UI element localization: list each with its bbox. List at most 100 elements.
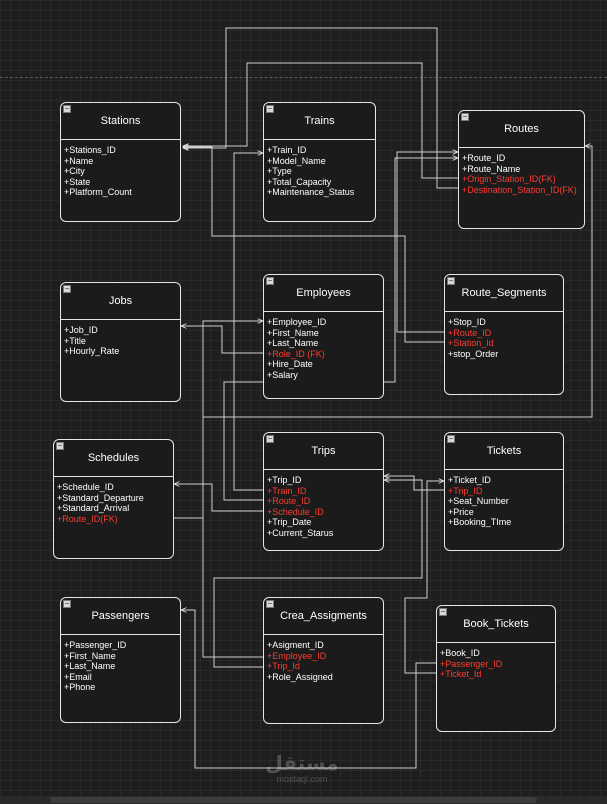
attribute-row: +Platform_Count [64,187,132,198]
entity-routes[interactable]: − Routes +Route_ID +Route_Name +Origin_S… [458,110,585,229]
attribute-row: +Book_ID [440,648,480,658]
foreign-key-attribute: +Employee_ID [267,650,327,661]
attribute-row: +Train_ID [267,145,307,155]
entity-title: Schedules [87,452,140,464]
entity-trips[interactable]: − Trips +Trip_ID +Train_ID +Route_ID +Sc… [263,432,384,551]
watermark-latin: mostaql.com [276,774,328,784]
connector-schedules-routes [174,146,593,519]
attribute-row: +First_Name [267,327,319,338]
entity-route-segments[interactable]: − Route_Segments +Stop_ID +Route_ID +Sta… [444,274,564,395]
entity-title: Crea_Assigments [280,610,367,622]
foreign-key-attribute: +Schedule_ID [267,506,324,517]
collapse-icon[interactable]: − [63,599,71,608]
foreign-key-attribute: +Origin_Station_ID(FK) [462,174,556,185]
attribute-row: +Ticket_ID [448,475,491,485]
attribute-row: +Hourly_Rate [64,346,120,357]
entity-passengers[interactable]: − Passengers +Passenger_ID +First_Name +… [60,597,181,723]
collapse-icon[interactable]: − [266,599,274,608]
attribute-row: +Total_Capacity [267,176,332,187]
attribute-row: +Title [64,335,86,346]
attribute-row: +First_Name [64,650,116,661]
foreign-key-attribute: +Role_ID (FK) [267,348,325,359]
foreign-key-attribute: +Passenger_ID [440,658,503,669]
attribute-row: +Last_Name [64,661,116,672]
connector-trips-schedules [174,484,263,512]
attribute-row: +Employee_ID [267,317,327,327]
connector-routes-destination-stations [183,27,458,189]
collapse-icon[interactable]: − [266,276,274,285]
attribute-row: +Email [64,671,92,682]
entity-title: Tickets [486,445,522,457]
foreign-key-attribute: +Trip_Id [267,661,300,672]
connector-book-tickets [404,481,444,674]
connector-segments-stations [183,147,444,343]
connector-book-passengers [181,610,436,769]
foreign-key-attribute: +Ticket_Id [440,669,482,680]
entity-employees[interactable]: − Employees +Employee_ID +First_Name +La… [263,274,384,399]
entity-title: Book_Tickets [463,618,529,630]
attribute-row: +Hire_Date [267,359,313,370]
connector-crew-employees [202,321,263,658]
entity-title: Stations [100,115,141,127]
collapse-icon[interactable]: − [63,104,71,113]
foreign-key-attribute: +Route_ID [267,496,311,507]
collapse-icon[interactable]: − [447,276,455,285]
attribute-row: +Model_Name [267,155,326,166]
entity-title: Jobs [108,295,133,307]
collapse-icon[interactable]: − [266,104,274,113]
entity-title: Route_Segments [461,287,547,299]
scrollbar-thumb[interactable] [50,797,537,803]
foreign-key-attribute: +Station_Id [448,338,494,349]
page-break-line [0,77,607,78]
entity-schedules[interactable]: − Schedules +Schedule_ID +Standard_Depar… [53,439,174,559]
attribute-row: +Trip_ID [267,475,302,485]
connector-segments-routes [396,152,458,333]
foreign-key-attribute: +Route_ID(FK) [57,513,118,524]
foreign-key-attribute: +Route_ID [448,327,492,338]
connector-tickets-trips [384,476,444,491]
collapse-icon[interactable]: − [439,607,447,616]
attribute-row: +Schedule_ID [57,482,114,492]
connector-routes-origin-stations [183,62,458,179]
entity-trains[interactable]: − Trains +Train_ID +Model_Name +Type +To… [263,102,376,222]
collapse-icon[interactable]: − [56,441,64,450]
collapse-icon[interactable]: − [63,284,71,293]
watermark-logo: مستقل mostaql.com [256,752,348,784]
collapse-icon[interactable]: − [461,112,469,121]
attribute-row: +Stations_ID [64,145,116,155]
entity-title: Routes [504,123,539,135]
entity-jobs[interactable]: − Jobs +Job_ID +Title +Hourly_Rate [60,282,181,402]
attribute-row: +Route_Name [462,163,521,174]
collapse-icon[interactable]: − [447,434,455,443]
entity-title: Passengers [91,610,150,622]
attribute-row: +Role_Assigned [267,671,333,682]
collapse-icon[interactable]: − [266,434,274,443]
attribute-row: +Route_ID [462,153,506,163]
attribute-row: +Price [448,506,474,517]
entity-title: Trains [304,115,335,127]
attribute-row: +Passenger_ID [64,640,127,650]
entity-stations[interactable]: − Stations +Stations_ID +Name +City +Sta… [60,102,181,222]
attribute-row: +Maintenance_Status [267,187,355,198]
attribute-row: +Seat_Number [448,496,509,507]
entity-tickets[interactable]: − Tickets +Ticket_ID +Trip_ID +Seat_Numb… [444,432,564,551]
attribute-row: +Asigment_ID [267,640,324,650]
attribute-row: +stop_Order [448,348,499,359]
entity-book-tickets[interactable]: − Book_Tickets +Book_ID +Passenger_ID +T… [436,605,556,732]
entity-title: Employees [296,287,351,299]
attribute-row: +State [64,176,91,187]
connector-crew-trips [213,480,423,668]
attribute-row: +Standard_Arrival [57,503,130,514]
connector-employees-jobs [181,326,263,354]
foreign-key-attribute: +Destination_Station_ID(FK) [462,184,577,195]
attribute-row: +Name [64,155,94,166]
attribute-row: +Standard_Departure [57,492,144,503]
attribute-row: +Job_ID [64,325,98,335]
attribute-row: +Type [267,166,292,177]
attribute-row: +Last_Name [267,338,319,349]
attribute-row: +City [64,166,85,177]
entity-crew-assignments[interactable]: − Crea_Assigments +Asigment_ID +Employee… [263,597,384,724]
entity-title: Trips [311,445,336,457]
